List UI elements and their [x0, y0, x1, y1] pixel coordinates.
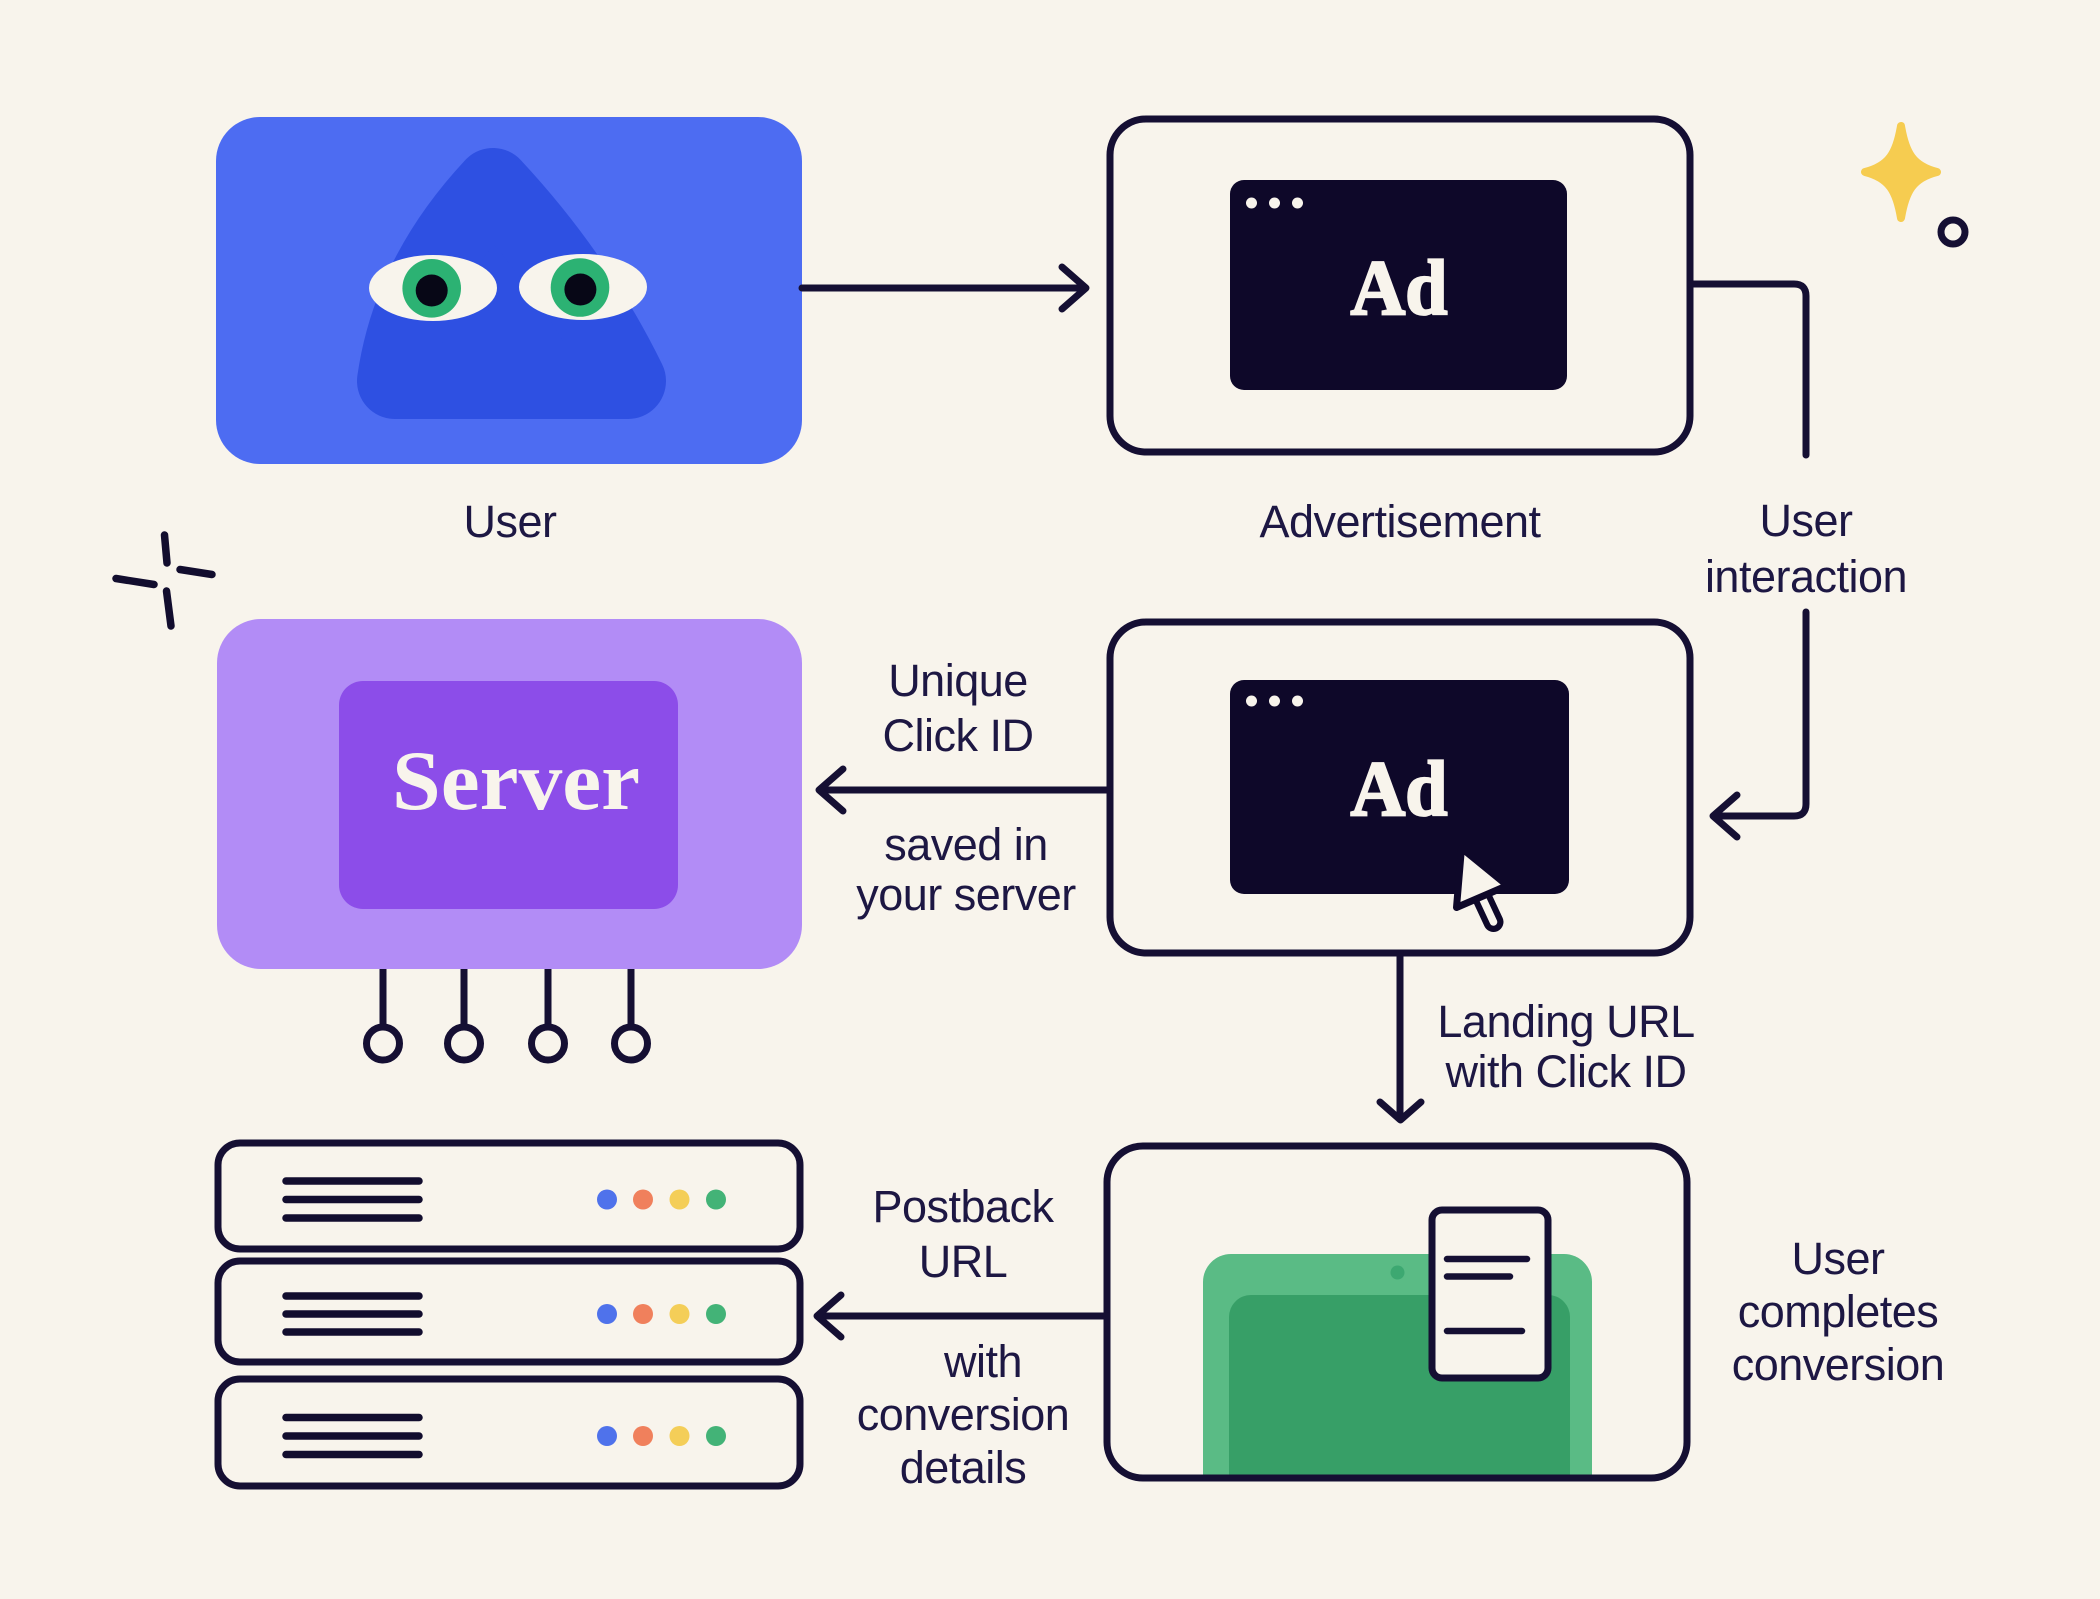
- svg-text:Landing URL: Landing URL: [1437, 996, 1694, 1047]
- svg-text:Server: Server: [392, 734, 640, 828]
- svg-text:completes: completes: [1738, 1286, 1939, 1337]
- svg-text:Advertisement: Advertisement: [1259, 496, 1541, 547]
- svg-text:interaction: interaction: [1705, 551, 1907, 602]
- svg-text:your server: your server: [856, 869, 1076, 920]
- svg-text:conversion: conversion: [1732, 1339, 1945, 1390]
- svg-text:with: with: [943, 1336, 1022, 1387]
- svg-text:Ad: Ad: [1351, 244, 1448, 331]
- svg-text:saved in: saved in: [884, 819, 1048, 870]
- svg-text:Ad: Ad: [1351, 745, 1448, 832]
- svg-text:conversion: conversion: [857, 1389, 1070, 1440]
- svg-text:User: User: [1759, 495, 1853, 546]
- svg-text:details: details: [900, 1442, 1027, 1493]
- svg-text:Postback: Postback: [872, 1181, 1054, 1232]
- svg-text:with Click ID: with Click ID: [1444, 1046, 1686, 1097]
- svg-text:Click ID: Click ID: [883, 710, 1034, 761]
- svg-text:User: User: [463, 496, 557, 547]
- svg-text:Unique: Unique: [888, 655, 1028, 706]
- svg-text:URL: URL: [919, 1236, 1008, 1287]
- svg-text:User: User: [1791, 1233, 1885, 1284]
